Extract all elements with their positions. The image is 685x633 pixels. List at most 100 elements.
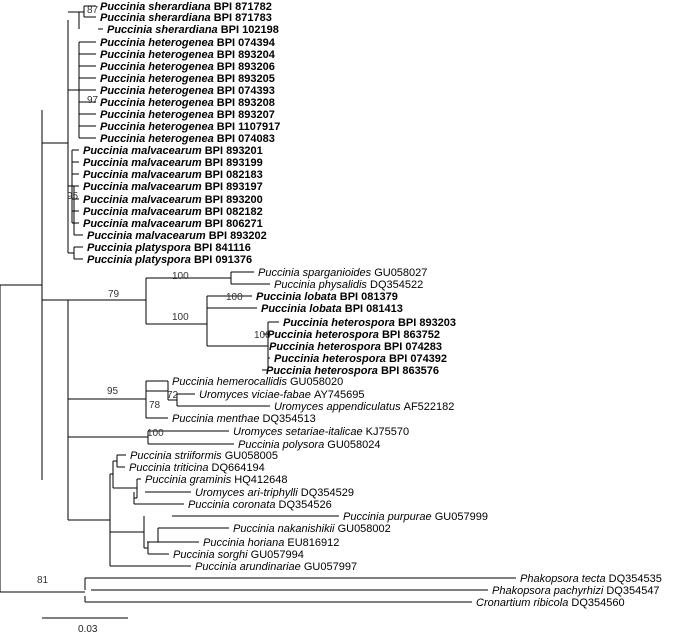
taxon-name: Puccinia heterospora [267,329,382,341]
tip-label: Puccinia malvacearum BPI 893202 [87,230,267,242]
voucher-id: DQ354560 [571,597,624,609]
tip-label: Phakopsora pachyrhizi DQ354547 [492,585,660,597]
taxon-name: Puccinia malvacearum [83,181,205,193]
tip-label: Puccinia sorghi GU057994 [173,549,304,561]
voucher-id: BPI 081413 [345,303,403,315]
tip-label: Puccinia triticina DQ664194 [129,462,265,474]
voucher-id: BPI 893199 [205,157,263,169]
voucher-id: AF522182 [404,401,455,413]
voucher-id: GU058024 [327,439,380,451]
tip-label: Puccinia sherardiana BPI 871782 [100,1,272,13]
taxon-name: Puccinia malvacearum [83,218,205,230]
tip-label: Puccinia arundinariae GU057997 [195,561,357,573]
voucher-id: HQ412648 [234,474,287,486]
taxon-name: Puccinia arundinariae [195,561,304,573]
tip-label: Puccinia malvacearum BPI 893199 [83,157,263,169]
tip-label: Uromyces setariae-italicae KJ75570 [233,426,409,438]
tip-label: Puccinia sparganioides GU058027 [258,267,427,279]
support-value: 100 [226,292,243,303]
tip-label: Puccinia striiformis GU058005 [130,450,278,462]
support-value: 72 [167,390,179,401]
tip-label: Puccinia graminis HQ412648 [145,474,287,486]
voucher-id: BPI 871782 [214,1,272,13]
taxon-name: Puccinia purpurae [343,511,435,523]
taxon-name: Puccinia heterospora [269,341,384,353]
taxon-name: Phakopsora pachyrhizi [492,585,606,597]
taxon-name: Puccinia malvacearum [83,194,205,206]
tip-label: Puccinia heterospora BPI 074283 [269,341,442,353]
tip-label: Puccinia lobata BPI 081379 [256,291,398,303]
voucher-id: GU058002 [338,523,391,535]
taxon-name: Puccinia platyspora [87,254,194,266]
taxon-name: Phakopsora tecta [520,573,609,585]
taxon-name: Puccinia horiana [203,537,287,549]
taxon-name: Uromyces appendiculatus [274,401,404,413]
taxon-name: Puccinia malvacearum [83,145,205,157]
taxon-name: Puccinia graminis [145,474,234,486]
voucher-id: BPI 081379 [340,291,398,303]
voucher-id: BPI 806271 [205,218,263,230]
taxon-name: Puccinia heterogenea [100,85,217,97]
tip-label: Puccinia heterospora BPI 074392 [274,353,447,365]
tip-label: Puccinia heterospora BPI 893203 [283,317,456,329]
voucher-id: BPI 863752 [382,329,440,341]
support-value: 100 [172,312,189,323]
voucher-id: BPI 091376 [194,254,252,266]
voucher-id: GU057994 [251,549,304,561]
voucher-id: BPI 893203 [398,317,456,329]
support-value: 87 [87,5,99,16]
voucher-id: BPI 893205 [217,73,275,85]
taxon-name: Puccinia lobata [261,303,345,315]
support-value: 79 [108,289,120,300]
taxon-name: Uromyces viciae-fabae [199,389,314,401]
voucher-id: BPI 074394 [217,37,276,49]
support-value: 81 [37,575,49,586]
tip-label: Puccinia heterogenea BPI 1107917 [100,121,280,133]
taxon-name: Puccinia heterogenea [100,49,217,61]
tip-label: Puccinia heterogenea BPI 074394 [100,37,276,49]
taxon-name: Puccinia malvacearum [83,169,205,181]
taxon-name: Puccinia heterospora [283,317,398,329]
voucher-id: BPI 893197 [205,181,263,193]
voucher-id: BPI 863576 [381,365,439,377]
support-value: 95 [67,191,79,202]
tip-label: Phakopsora tecta DQ354535 [520,573,662,585]
tip-label: Puccinia heterogenea BPI 074083 [100,133,275,145]
tip-label: Puccinia platyspora BPI 841116 [87,242,251,254]
tip-label: Puccinia malvacearum BPI 893200 [83,194,263,206]
voucher-id: BPI 102198 [221,24,279,36]
taxon-name: Puccinia coronata [188,499,279,511]
support-value: 100 [172,271,189,282]
voucher-id: GU057997 [304,561,357,573]
voucher-id: BPI 871783 [214,12,272,24]
voucher-id: GU058020 [290,376,343,388]
tip-label: Puccinia menthae DQ354513 [172,413,316,425]
tip-label: Puccinia sherardiana BPI 102198 [107,24,279,36]
voucher-id: BPI 1107917 [217,121,281,133]
voucher-id: BPI 082182 [205,206,263,218]
tip-label: Puccinia heterogenea BPI 074393 [100,85,275,97]
taxon-name: Puccinia malvacearum [83,206,205,218]
tip-label: Puccinia malvacearum BPI 806271 [83,218,263,230]
tip-label: Puccinia nakanishikii GU058002 [233,523,391,535]
voucher-id: BPI 074393 [217,85,275,97]
taxon-name: Puccinia menthae [172,413,263,425]
taxon-name: Cronartium ribicola [476,597,571,609]
voucher-id: GU057999 [435,511,488,523]
tip-label: Puccinia heterospora BPI 863752 [267,329,440,341]
taxon-name: Puccinia nakanishikii [233,523,338,535]
tip-label: Puccinia malvacearum BPI 082182 [83,206,263,218]
tip-label: Puccinia malvacearum BPI 893197 [83,181,263,193]
voucher-id: EU816912 [287,537,339,549]
tip-label: Uromyces appendiculatus AF522182 [274,401,454,413]
voucher-id: DQ354535 [609,573,662,585]
voucher-id: DQ354513 [263,413,316,425]
voucher-id: KJ75570 [366,426,409,438]
voucher-id: DQ354547 [606,585,659,597]
tip-label: Puccinia malvacearum BPI 082183 [83,169,263,181]
scale-bar-label: 0.03 [78,624,98,633]
tip-label: Puccinia purpurae GU057999 [343,511,488,523]
taxon-name: Puccinia heterogenea [100,97,217,109]
tip-label: Puccinia heterogenea BPI 893206 [100,61,275,73]
